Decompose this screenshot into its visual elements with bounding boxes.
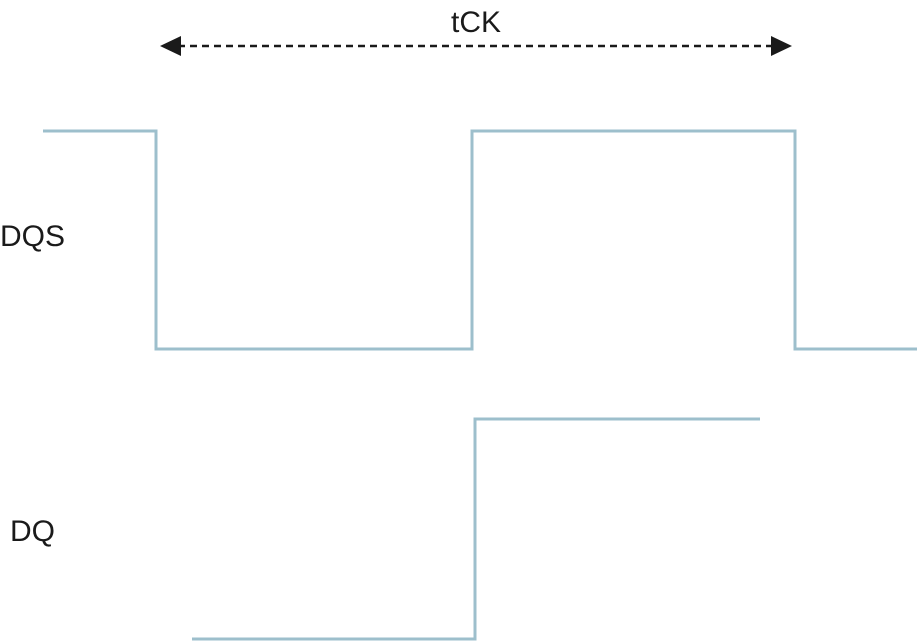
- dq-waveform: [192, 417, 760, 641]
- dqs-label: DQS: [0, 220, 65, 253]
- right-arrowhead-icon: [771, 36, 792, 56]
- dq-label: DQ: [10, 515, 55, 548]
- dqs-waveform: [43, 129, 917, 351]
- tck-label: tCK: [451, 6, 501, 39]
- tck-annotation: tCK: [160, 6, 792, 56]
- left-arrowhead-icon: [160, 36, 181, 56]
